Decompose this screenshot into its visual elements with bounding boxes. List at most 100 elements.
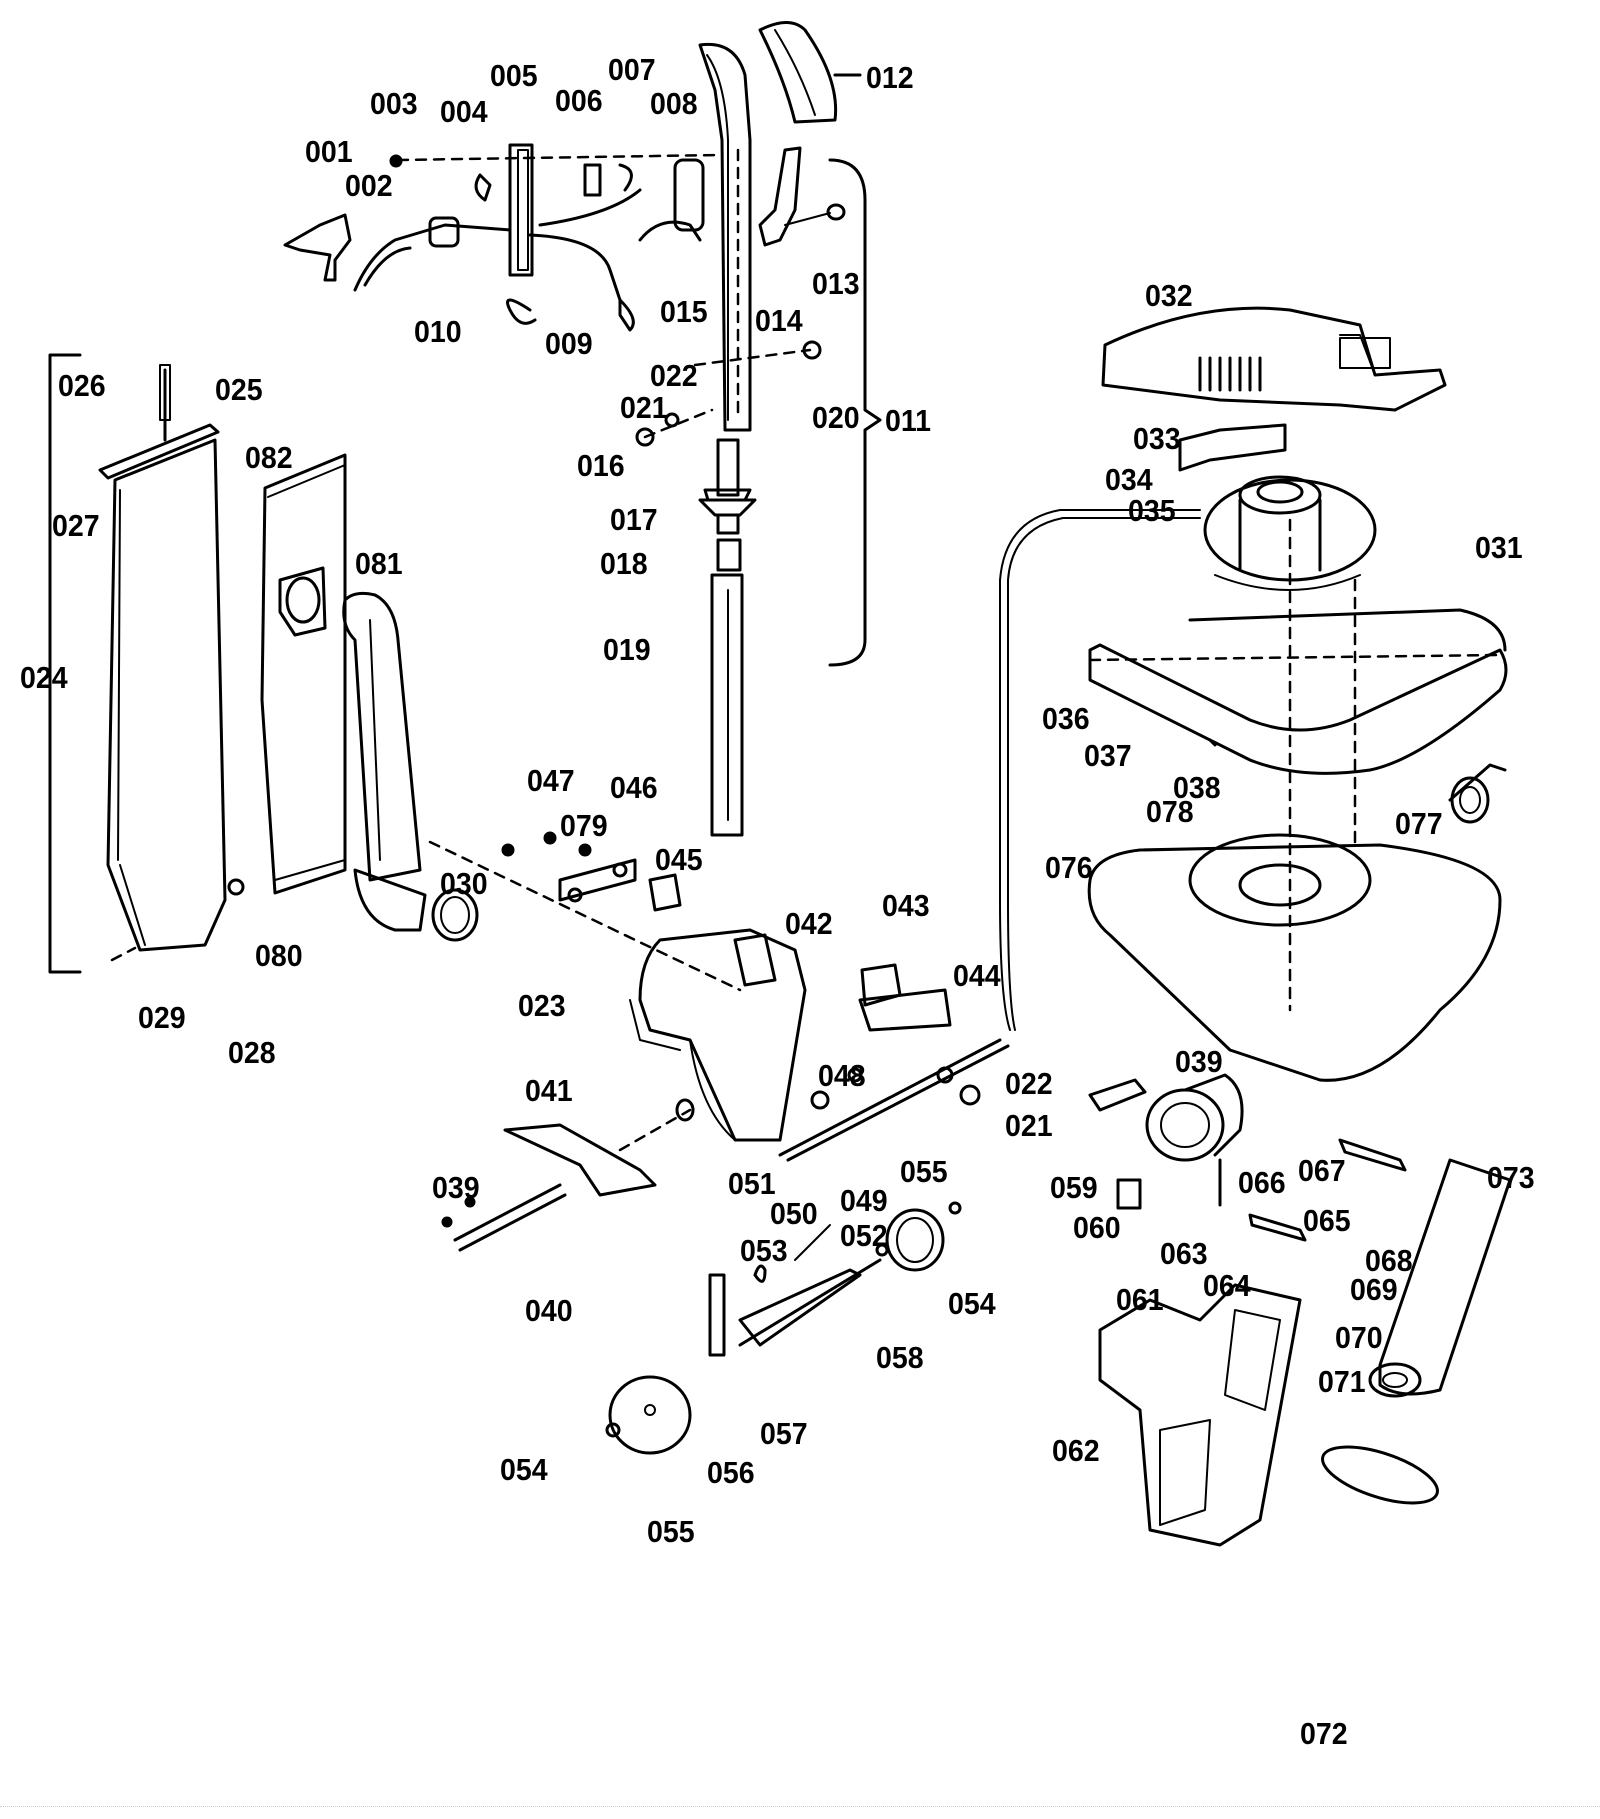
part-label-015: 015 xyxy=(660,294,708,329)
part-label-023: 023 xyxy=(518,988,566,1023)
part-label-022-lower: 022 xyxy=(1005,1066,1053,1101)
rear-wheels xyxy=(605,1201,962,1455)
part-label-040: 040 xyxy=(525,1293,573,1328)
part-label-005: 005 xyxy=(490,58,538,93)
part-label-021-lower: 021 xyxy=(1005,1108,1053,1143)
part-label-052: 052 xyxy=(840,1218,888,1253)
part-label-020: 020 xyxy=(812,400,860,435)
part-label-056: 056 xyxy=(707,1455,755,1490)
part-label-006: 006 xyxy=(555,83,603,118)
part-label-065: 065 xyxy=(1303,1203,1351,1238)
part-label-021-upper: 021 xyxy=(620,390,668,425)
part-label-046: 046 xyxy=(610,770,658,805)
part-label-009: 009 xyxy=(545,326,593,361)
handle-tube xyxy=(698,42,752,432)
part-label-081: 081 xyxy=(355,546,403,581)
part-label-018: 018 xyxy=(600,546,648,581)
part-label-034: 034 xyxy=(1105,462,1153,497)
part-label-073: 073 xyxy=(1487,1160,1535,1195)
part-label-011: 011 xyxy=(885,403,932,438)
part-label-055-lower: 055 xyxy=(647,1514,695,1549)
part-label-070: 070 xyxy=(1335,1320,1383,1355)
part-label-072: 072 xyxy=(1300,1716,1348,1751)
group-bracket-024 xyxy=(48,353,82,974)
part-label-053: 053 xyxy=(740,1233,788,1268)
part-label-076: 076 xyxy=(1045,850,1093,885)
part-label-035: 035 xyxy=(1128,493,1176,528)
part-label-058: 058 xyxy=(876,1340,924,1375)
part-label-008: 008 xyxy=(650,86,698,121)
part-label-014: 014 xyxy=(755,303,803,338)
part-label-025: 025 xyxy=(215,372,263,407)
lower-handle-tube xyxy=(635,340,822,837)
part-label-042: 042 xyxy=(785,906,833,941)
part-label-079: 079 xyxy=(560,808,608,843)
part-label-036: 036 xyxy=(1042,701,1090,736)
part-label-004: 004 xyxy=(440,94,488,129)
part-label-068: 068 xyxy=(1365,1243,1413,1278)
part-label-061: 061 xyxy=(1116,1282,1164,1317)
part-label-033: 033 xyxy=(1133,421,1181,456)
part-label-063: 063 xyxy=(1160,1236,1208,1271)
part-label-054-lower: 054 xyxy=(500,1452,548,1487)
part-label-039-left: 039 xyxy=(432,1170,480,1205)
part-label-045: 045 xyxy=(655,842,703,877)
part-label-060: 060 xyxy=(1073,1210,1121,1245)
part-label-064: 064 xyxy=(1203,1268,1251,1303)
part-label-026: 026 xyxy=(58,368,106,403)
part-label-059: 059 xyxy=(1050,1170,1098,1205)
part-label-069: 069 xyxy=(1350,1272,1398,1307)
paper-bag xyxy=(260,453,347,895)
part-label-037: 037 xyxy=(1084,738,1132,773)
handle-grip-part xyxy=(758,21,862,124)
part-label-027: 027 xyxy=(52,508,100,543)
motor-hood xyxy=(1101,306,1447,412)
part-label-024: 024 xyxy=(20,660,68,695)
part-label-049: 049 xyxy=(840,1183,888,1218)
part-label-078: 078 xyxy=(1146,794,1194,829)
part-label-044: 044 xyxy=(953,958,1001,993)
part-label-013: 013 xyxy=(812,266,860,301)
part-label-007: 007 xyxy=(608,52,656,87)
part-label-041: 041 xyxy=(525,1073,573,1108)
part-label-077: 077 xyxy=(1395,806,1443,841)
part-label-071: 071 xyxy=(1318,1364,1366,1399)
cord-hook-part xyxy=(758,146,846,247)
part-label-062: 062 xyxy=(1052,1433,1100,1468)
pedal-axle xyxy=(441,1108,692,1252)
part-label-016: 016 xyxy=(577,448,625,483)
base-frame xyxy=(428,831,1010,1162)
part-label-082: 082 xyxy=(245,440,293,475)
nozzle-parts xyxy=(1088,1073,1512,1547)
outer-bag xyxy=(98,364,245,962)
part-label-029: 029 xyxy=(138,1000,186,1035)
part-label-017: 017 xyxy=(610,502,658,537)
part-label-055-upper: 055 xyxy=(900,1154,948,1189)
part-label-031: 031 xyxy=(1475,530,1523,565)
part-label-010: 010 xyxy=(414,314,462,349)
part-label-002: 002 xyxy=(345,168,393,203)
bumper-part xyxy=(1088,608,1508,775)
part-label-048: 048 xyxy=(818,1058,866,1093)
part-label-051: 051 xyxy=(728,1166,776,1201)
base-housing xyxy=(1087,518,1507,1082)
part-label-043: 043 xyxy=(882,888,930,923)
part-label-022-upper: 022 xyxy=(650,358,698,393)
part-label-028: 028 xyxy=(228,1035,276,1070)
part-label-057: 057 xyxy=(760,1416,808,1451)
part-label-054-upper: 054 xyxy=(948,1286,996,1321)
part-label-047: 047 xyxy=(527,763,575,798)
part-label-050: 050 xyxy=(770,1196,818,1231)
bottom-divider xyxy=(0,1806,1600,1807)
part-label-019: 019 xyxy=(603,632,651,667)
part-label-038: 038 xyxy=(1173,770,1221,805)
switch-wiring-cluster xyxy=(283,143,722,332)
group-bracket-011 xyxy=(828,158,882,667)
part-label-030: 030 xyxy=(440,866,488,901)
part-label-032: 032 xyxy=(1145,278,1193,313)
part-label-067: 067 xyxy=(1298,1153,1346,1188)
part-label-066: 066 xyxy=(1238,1165,1286,1200)
part-label-039-right: 039 xyxy=(1175,1044,1223,1079)
part-label-080: 080 xyxy=(255,938,303,973)
